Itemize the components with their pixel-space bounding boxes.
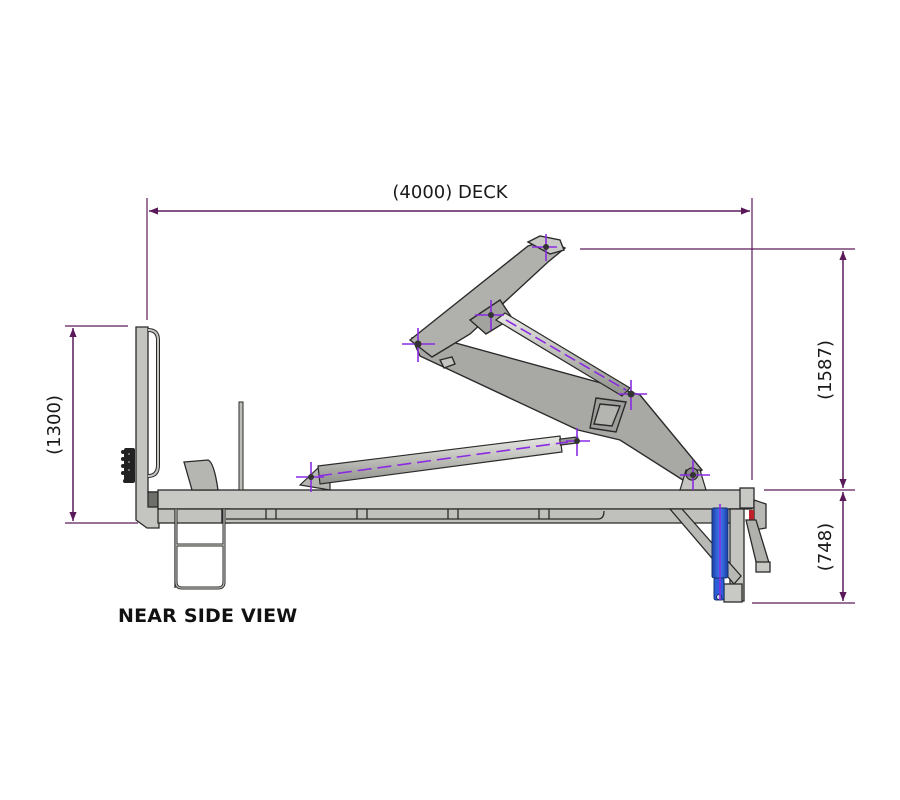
upright-post — [238, 401, 244, 491]
main-arm — [410, 335, 704, 483]
hook-height-label: (1587) — [815, 340, 836, 400]
main-lift-cylinder — [298, 435, 579, 491]
hook-arm — [408, 235, 567, 358]
pivot-pins — [308, 244, 696, 480]
deck-length-label: (4000) DECK — [392, 182, 508, 203]
deck — [157, 489, 753, 588]
rear-light-cluster-icon — [121, 448, 135, 483]
rear-drop-label: (748) — [815, 523, 836, 571]
access-ladder — [174, 509, 226, 590]
rear-frame — [668, 487, 771, 603]
dimension-headboard-height: (1300) — [44, 325, 138, 524]
view-title: NEAR SIDE VIEW — [118, 605, 298, 627]
dimension-deck-length: (4000) DECK — [146, 182, 753, 480]
headboard — [135, 326, 160, 529]
dimension-hook-height: (1587) — [580, 248, 855, 491]
headboard-height-label: (1300) — [44, 395, 65, 455]
dimension-rear-drop: (748) — [752, 492, 855, 604]
chock — [183, 459, 219, 491]
